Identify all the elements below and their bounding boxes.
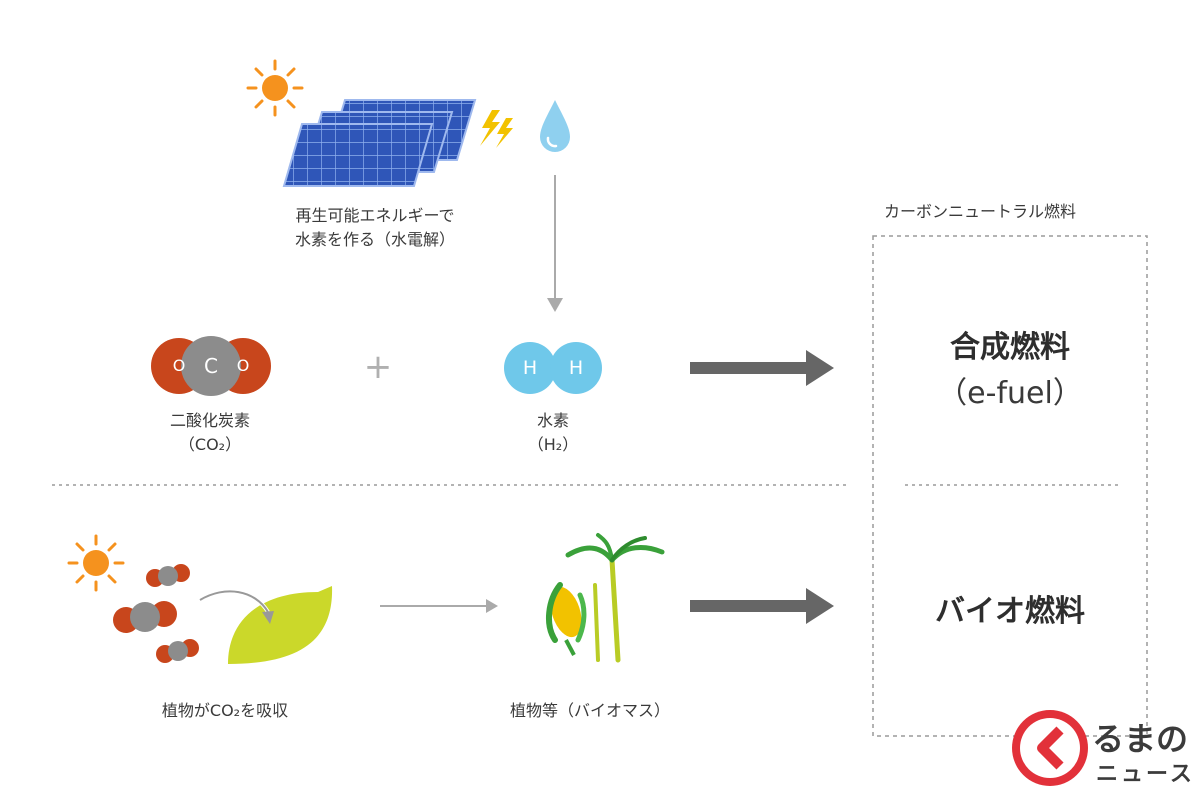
kuruma-news-logo-icon (1012, 710, 1088, 786)
renewable-caption-line2: 水素を作る（水電解） (294, 230, 455, 249)
logo-text-top: るまの (1092, 720, 1189, 758)
co2-formula: （CO₂） (178, 435, 242, 454)
solar-panel-icon (282, 99, 477, 187)
synthetic-fuel-label: 合成燃料 (950, 330, 1070, 365)
h2-atom-right: H (568, 357, 584, 379)
co2-atom-c: C (204, 354, 218, 378)
renewable-caption-line1: 再生可能エネルギーで (295, 206, 455, 225)
lightning-icon (480, 110, 513, 148)
e-fuel-label: （e-fuel） (937, 376, 1083, 411)
biomass-label: 植物等（バイオマス） (509, 701, 670, 720)
sun-icon-bottom (67, 534, 125, 592)
plus-sign: + (364, 347, 393, 387)
plants-absorb-label: 植物がCO₂を吸収 (161, 701, 289, 720)
co2-atom-o-left: O (172, 356, 186, 375)
hydrogen-label: 水素 (536, 411, 569, 430)
bio-fuel-label: バイオ燃料 (935, 594, 1085, 629)
water-drop-icon (540, 100, 570, 152)
sugarcane-icon (565, 533, 665, 663)
small-co2-molecule-icon-2 (156, 639, 199, 663)
co2-molecule-icon (151, 336, 271, 396)
co2-atom-o-right: O (236, 356, 250, 375)
h2-molecule-icon (504, 342, 602, 394)
hydrogen-flow-arrow (547, 175, 563, 312)
bio-fuel-arrow (690, 588, 834, 624)
sun-icon (246, 59, 304, 117)
h2-atom-left: H (522, 357, 538, 379)
corn-icon (546, 582, 587, 656)
hydrogen-formula: （H₂） (527, 435, 579, 454)
carbon-neutral-fuel-title: カーボンニュートラル燃料 (884, 202, 1077, 221)
synthetic-fuel-arrow (690, 350, 834, 386)
medium-co2-molecule-icon (113, 601, 177, 633)
biomass-flow-arrow (380, 599, 498, 613)
small-co2-molecule-icon (146, 564, 190, 587)
logo-text-bottom: ニュース (1096, 762, 1195, 787)
absorb-arrow (198, 589, 274, 624)
leaf-icon (228, 586, 333, 664)
co2-label: 二酸化炭素 (169, 411, 250, 430)
carbon-neutral-fuel-box (872, 235, 1148, 737)
